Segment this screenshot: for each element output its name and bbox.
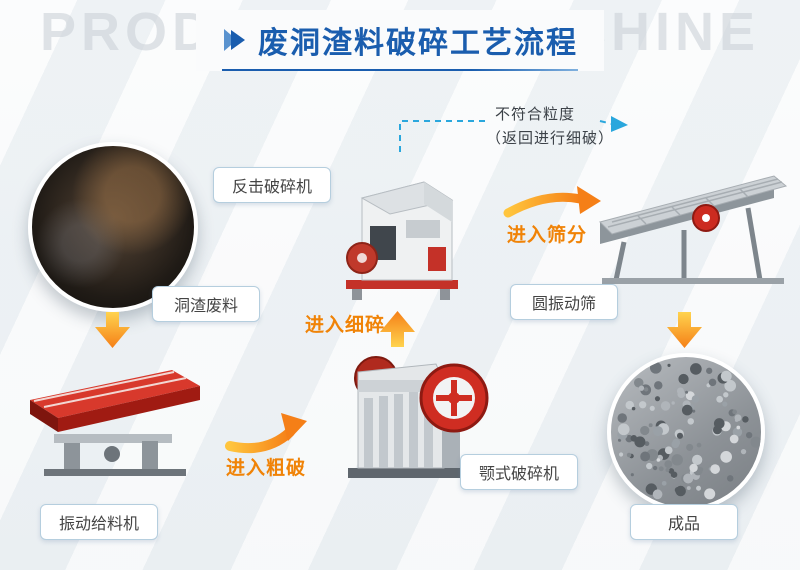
page-header: 废洞渣料破碎工艺流程 xyxy=(196,10,604,71)
reject-arrowhead-icon xyxy=(611,116,628,132)
reject-note-line1: 不符合粒度 xyxy=(495,106,576,123)
title-play-icon xyxy=(222,26,248,54)
label-vibrating-feeder: 振动给料机 xyxy=(40,504,159,540)
flow-text-screening: 进入筛分 xyxy=(507,225,588,246)
down-arrow-right-icon xyxy=(667,312,702,348)
vibrating-feeder-image xyxy=(20,360,210,490)
vibrating-screen-image xyxy=(588,156,793,299)
label-slag-waste: 洞渣废料 xyxy=(152,286,260,322)
reject-dashed-line xyxy=(399,116,628,152)
down-arrow-left-icon xyxy=(95,312,130,348)
label-jaw-crusher: 颚式破碎机 xyxy=(460,454,579,490)
finished-product-photo xyxy=(607,353,765,511)
label-vibrating-screen: 圆振动筛 xyxy=(510,284,618,320)
jaw-crusher-image xyxy=(332,336,492,493)
tunnel-slag-photo xyxy=(28,142,198,312)
title-underline xyxy=(222,69,578,71)
reject-note-line2: （返回进行细破） xyxy=(486,130,615,147)
flow-text-coarse-crushing: 进入粗破 xyxy=(226,458,307,479)
label-finished-product: 成品 xyxy=(630,504,738,540)
curved-arrow-screening-icon xyxy=(503,186,601,218)
up-arrow-center-icon xyxy=(380,311,415,347)
label-impact-crusher: 反击破碎机 xyxy=(213,167,332,203)
impact-crusher-image xyxy=(328,152,476,309)
flow-text-fine-crushing: 进入细碎 xyxy=(305,315,386,336)
page-title: 废洞渣料破碎工艺流程 xyxy=(258,27,578,60)
curved-arrow-coarse-icon xyxy=(225,413,307,454)
